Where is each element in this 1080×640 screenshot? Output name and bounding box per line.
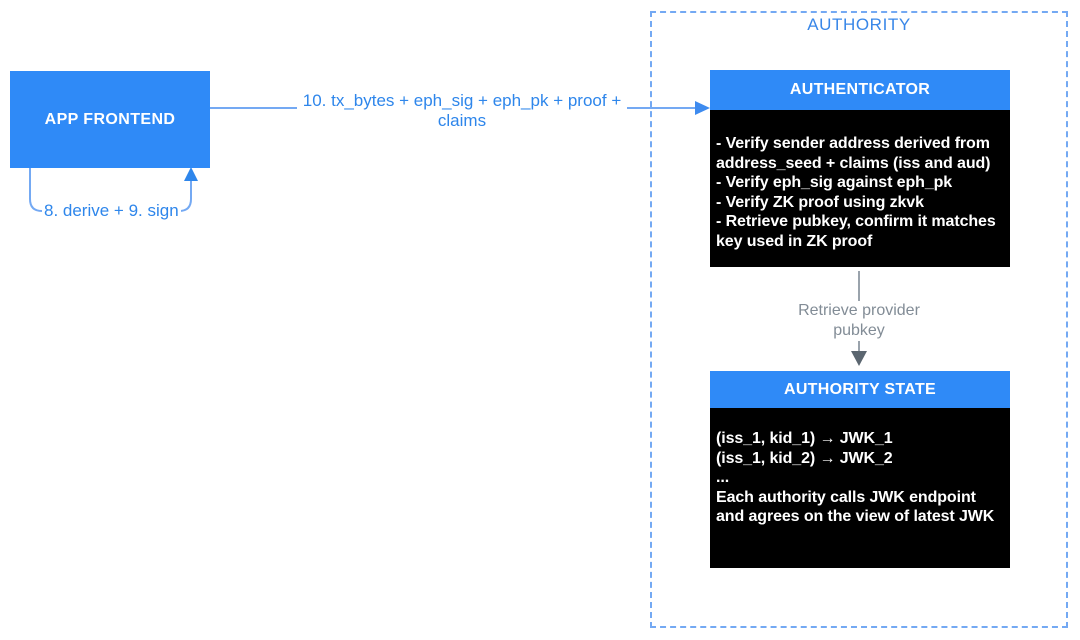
authenticator-node: AUTHENTICATOR - Verify sender address de… xyxy=(710,70,1010,267)
app-frontend-label: APP FRONTEND xyxy=(44,110,176,128)
retrieve-pubkey-arrow-label: Retrieve provider pubkey xyxy=(793,301,925,341)
authenticator-header: AUTHENTICATOR xyxy=(710,70,1010,110)
authenticator-title: AUTHENTICATOR xyxy=(789,81,931,98)
derive-sign-arrow-label: 8. derive + 9. sign xyxy=(42,200,181,221)
authority-state-node: AUTHORITY STATE (iss_1, kid_1) → JWK_1 (… xyxy=(710,371,1010,568)
authority-state-body: (iss_1, kid_1) → JWK_1 (iss_1, kid_2) → … xyxy=(710,408,1010,568)
authority-container-title: AUTHORITY xyxy=(807,15,911,34)
app-frontend-node: APP FRONTEND xyxy=(10,71,210,168)
authority-container xyxy=(650,11,1068,628)
authority-state-title: AUTHORITY STATE xyxy=(783,380,937,398)
tx-arrow-label: 10. tx_bytes + eph_sig + eph_pk + proof … xyxy=(297,91,627,131)
tx-arrowhead-icon xyxy=(695,101,710,115)
retrieve-pubkey-arrowhead-icon xyxy=(851,351,867,366)
authenticator-body: - Verify sender address derived from add… xyxy=(710,110,1010,267)
derive-sign-arrowhead-icon xyxy=(184,167,198,181)
authority-state-header: AUTHORITY STATE xyxy=(710,371,1010,408)
